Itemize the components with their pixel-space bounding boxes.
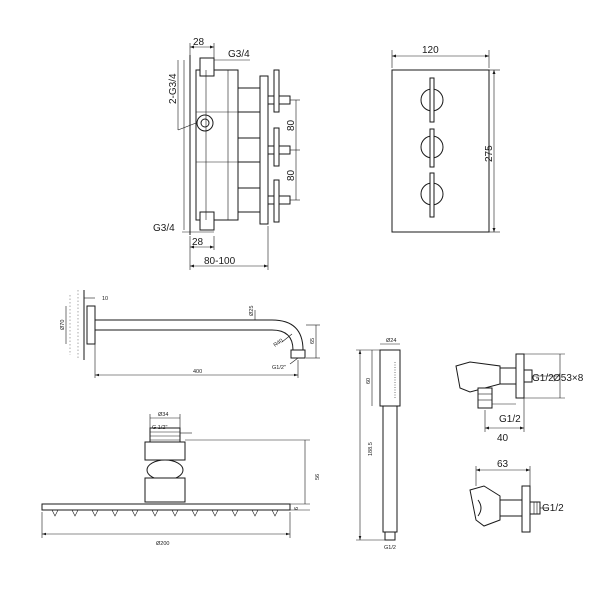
dim-holder-63: 63 xyxy=(497,459,509,470)
dim-80-upper: 80 xyxy=(286,119,297,131)
dim-arm-65: 65 xyxy=(310,338,316,344)
faceplate-front-view: 120 275 xyxy=(391,45,500,233)
dim-arm-70: Ø70 xyxy=(60,320,66,330)
dim-80-lower: 80 xyxy=(286,169,297,181)
dim-outlet-40: 40 xyxy=(497,433,509,444)
holder-view: 63 G1/2 xyxy=(469,459,564,533)
dim-head-200: Ø200 xyxy=(156,541,169,547)
nozzles xyxy=(51,509,279,517)
dim-head-56: 56 xyxy=(315,474,321,480)
dim-arm-r40: R40 xyxy=(273,338,285,349)
shower-head-view: Ø34 G 1/2" 56 6 Ø200 xyxy=(41,412,321,547)
dim-top-g34: G3/4 xyxy=(228,49,250,60)
dim-head-6: 6 xyxy=(294,507,300,510)
hand-shower-view: Ø24 60 188.5 G1/2 xyxy=(356,338,401,551)
wall-outlet-view: G1/2 Ø53×8 G1/2 40 xyxy=(455,353,584,444)
dim-faceplate-120: 120 xyxy=(422,45,439,56)
dim-hand-188: 188.5 xyxy=(368,442,374,456)
dim-head-thread: G 1/2" xyxy=(152,425,167,431)
dim-bottom-28: 28 xyxy=(192,237,204,248)
dim-arm-25: Ø25 xyxy=(249,306,255,316)
dim-bottom-g34: G3/4 xyxy=(153,223,175,234)
dim-outlet-thread: G1/2 xyxy=(532,373,554,384)
dim-depth-80-100: 80-100 xyxy=(204,256,236,267)
dim-hand-24: Ø24 xyxy=(386,338,396,344)
dim-faceplate-275: 275 xyxy=(484,145,495,162)
dim-arm-thread: G1/2" xyxy=(272,365,286,371)
dim-side-2g34: 2-G3/4 xyxy=(168,73,179,104)
dim-holder-thread: G1/2 xyxy=(542,503,564,514)
shower-arm-view: 10 Ø70 Ø25 R40 65 G1/2" 400 xyxy=(60,290,320,378)
dim-hand-thread: G1/2 xyxy=(384,545,396,551)
dim-outlet-thread-bottom: G1/2 xyxy=(499,414,521,425)
valve-side-view: 28 G3/4 2-G3/4 80 80 G3/4 28 80-100 xyxy=(153,37,300,270)
dim-arm-400: 400 xyxy=(193,369,202,375)
dim-head-34: Ø34 xyxy=(158,412,168,418)
dim-top-28: 28 xyxy=(193,37,205,48)
dim-arm-10: 10 xyxy=(102,296,108,302)
dim-outlet-flange: Ø53×8 xyxy=(553,373,584,384)
dim-hand-60: 60 xyxy=(366,378,372,384)
